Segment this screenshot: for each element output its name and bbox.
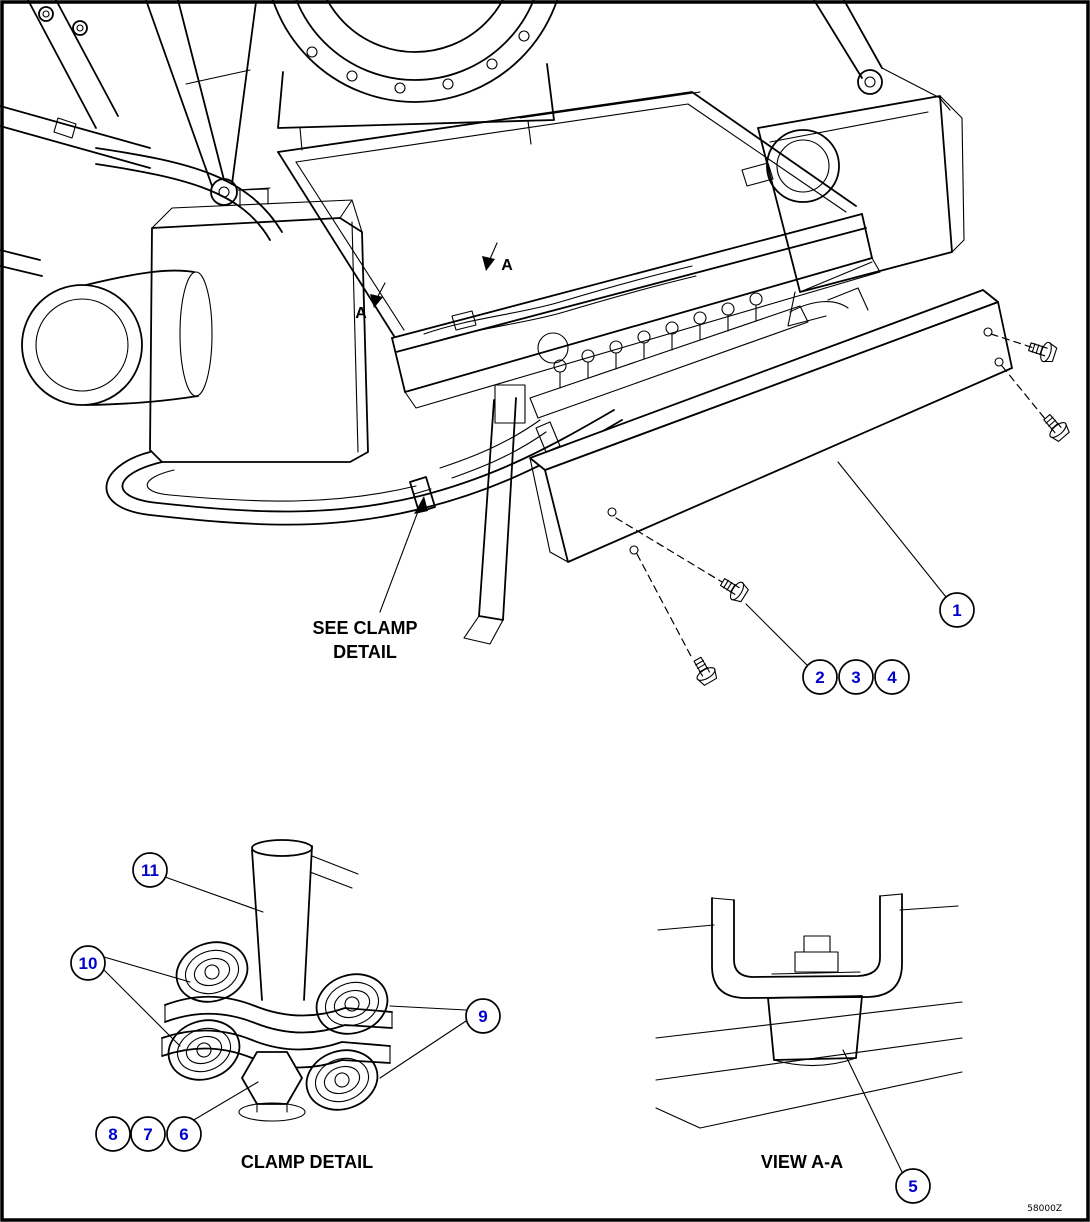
callout-10-number: 10 bbox=[79, 954, 98, 973]
callout-1-number: 1 bbox=[952, 601, 961, 620]
callout-5[interactable]: 5 bbox=[842, 1049, 931, 1204]
callout-6[interactable]: 6 bbox=[166, 1081, 259, 1152]
callout-8[interactable]: 8 bbox=[95, 1116, 131, 1152]
callout-3-circle[interactable] bbox=[838, 659, 874, 695]
callout-4[interactable]: 4 bbox=[874, 659, 910, 695]
a-frame bbox=[145, 0, 257, 206]
valve-cluster bbox=[439, 287, 869, 479]
cover-plate[interactable] bbox=[529, 289, 1013, 563]
callout-5-number: 5 bbox=[908, 1177, 917, 1196]
callout-6-circle[interactable] bbox=[166, 1116, 202, 1152]
frame-lines bbox=[655, 1001, 963, 1129]
see-clamp-detail-label-line1: SEE CLAMP bbox=[312, 618, 417, 638]
callout-8-number: 8 bbox=[108, 1125, 117, 1144]
clamp-detail-caption: CLAMP DETAIL bbox=[241, 1152, 373, 1172]
wire-harness bbox=[423, 265, 697, 345]
clamp-hex-bolt bbox=[238, 1051, 306, 1122]
left-frame-members bbox=[0, 0, 151, 277]
section-marker-a-left: A bbox=[355, 305, 367, 322]
callout-10-circle[interactable] bbox=[70, 945, 106, 981]
callout-11-number: 11 bbox=[141, 861, 159, 880]
mounting-bolt-icon[interactable] bbox=[687, 653, 721, 688]
hose-bundle bbox=[105, 409, 623, 526]
callout-11-leader bbox=[164, 876, 264, 913]
callout-2-circle[interactable] bbox=[802, 659, 838, 695]
corrugated-hose bbox=[175, 941, 249, 1003]
view-aa-illustration bbox=[655, 893, 963, 1129]
clamp-saddles bbox=[161, 995, 393, 1069]
see-clamp-detail-label-line2: DETAIL bbox=[333, 642, 397, 662]
callout-1-circle[interactable] bbox=[939, 592, 975, 628]
air-cleaner bbox=[21, 269, 213, 406]
callout-5-circle[interactable] bbox=[895, 1168, 931, 1204]
corrugated-hose bbox=[305, 1049, 379, 1111]
callout-9-leader-2 bbox=[379, 1020, 467, 1079]
bolt-insertion-paths bbox=[615, 333, 1047, 661]
mounting-bolt-icon[interactable] bbox=[1025, 336, 1059, 366]
plate-support bbox=[463, 397, 517, 645]
swing-flange bbox=[271, 0, 559, 151]
callout-2-leader bbox=[745, 603, 809, 667]
callout-11[interactable]: 11 bbox=[132, 852, 264, 913]
frame-line-top bbox=[657, 905, 959, 931]
callout-6-number: 6 bbox=[179, 1125, 188, 1144]
view-aa-caption: VIEW A-A bbox=[761, 1152, 843, 1172]
callout-9-number: 9 bbox=[478, 1007, 487, 1026]
callout-3-number: 3 bbox=[851, 668, 860, 687]
main-illustration bbox=[0, 0, 1073, 688]
callout-2[interactable]: 2 bbox=[745, 603, 838, 695]
drawing-code: 58000Z bbox=[1027, 1204, 1062, 1214]
callouts: 1 2 3 4 5 6 bbox=[70, 461, 975, 1204]
callout-7[interactable]: 7 bbox=[130, 1116, 166, 1152]
callout-10[interactable]: 10 bbox=[70, 945, 191, 1047]
callout-9-circle[interactable] bbox=[465, 998, 501, 1034]
right-frame-members bbox=[813, 0, 941, 99]
hose-clamp-target bbox=[409, 476, 436, 513]
callout-1-leader bbox=[837, 461, 947, 598]
section-marker-a-right: A bbox=[501, 257, 513, 274]
right-bracket bbox=[757, 95, 965, 327]
callout-9-leader bbox=[389, 1005, 467, 1011]
tank bbox=[149, 187, 369, 463]
upper-hose bbox=[95, 147, 283, 241]
section-arrow-left bbox=[370, 282, 386, 308]
hose-tube bbox=[251, 839, 359, 1001]
callout-10-leader-2 bbox=[102, 968, 181, 1047]
callout-5-leader bbox=[842, 1049, 903, 1173]
callout-4-circle[interactable] bbox=[874, 659, 910, 695]
callout-8-circle[interactable] bbox=[95, 1116, 131, 1152]
mounting-bolt-icon[interactable] bbox=[716, 572, 751, 606]
callout-11-circle[interactable] bbox=[132, 852, 168, 888]
mounting-bolt-icon[interactable] bbox=[1038, 409, 1073, 445]
callout-6-leader bbox=[191, 1081, 259, 1122]
callout-9[interactable]: 9 bbox=[379, 998, 501, 1079]
callout-4-number: 4 bbox=[887, 668, 897, 687]
callout-7-number: 7 bbox=[143, 1125, 152, 1144]
clamp-detail-illustration bbox=[161, 839, 393, 1122]
section-arrow-right bbox=[482, 242, 498, 271]
callout-1[interactable]: 1 bbox=[837, 461, 975, 628]
corrugated-hose bbox=[167, 1019, 241, 1081]
callout-3[interactable]: 3 bbox=[838, 659, 874, 695]
callout-2-number: 2 bbox=[815, 668, 824, 687]
see-clamp-arrow bbox=[379, 496, 428, 613]
bracket-bolt bbox=[771, 935, 861, 975]
callout-7-circle[interactable] bbox=[130, 1116, 166, 1152]
callout-10-leader bbox=[103, 956, 191, 983]
u-bracket bbox=[711, 893, 903, 999]
clamped-block bbox=[767, 995, 863, 1067]
